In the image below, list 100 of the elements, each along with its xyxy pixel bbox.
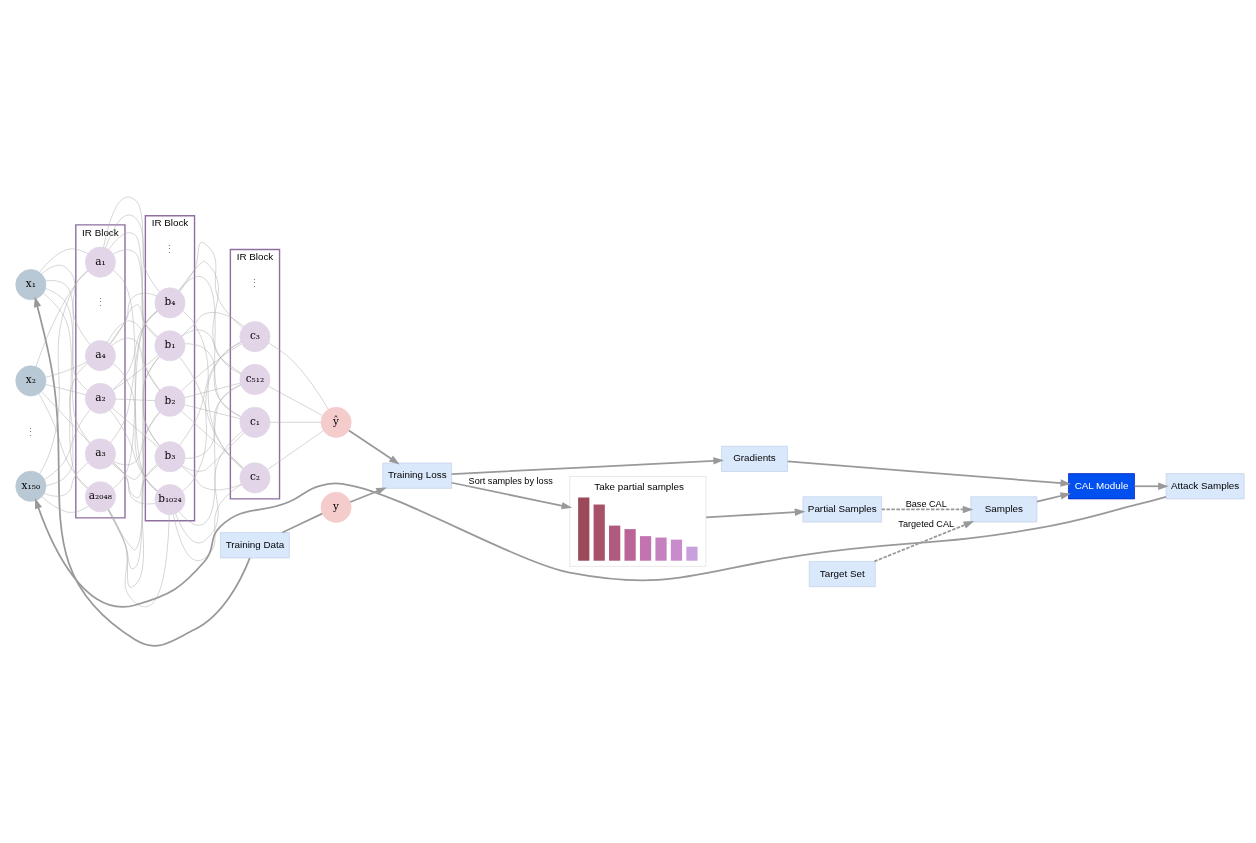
edge-label: Targeted CAL [898,519,955,530]
arrow [880,505,974,514]
connector [268,386,323,416]
arrow [873,521,975,563]
connector [112,462,156,505]
connector [44,363,88,480]
node-circle: c₂ [239,462,271,494]
connector [179,357,243,469]
connector [181,411,244,469]
connector [38,393,89,489]
connector [43,293,88,489]
node-box: Training Loss [382,462,453,489]
arrow [786,460,1072,487]
node-box: Partial Samples [802,496,882,523]
node-circle: x₁ [15,269,47,301]
connector [39,248,88,273]
connector [110,292,157,345]
connector [111,412,160,480]
node-circle: b₄ [154,287,186,319]
node-circle: a₁ [84,246,116,278]
connector [182,341,241,492]
connector [41,496,89,513]
connector [113,355,159,391]
label: ⋮ [164,242,176,255]
connector [178,276,241,418]
connector [45,361,87,378]
connector [110,410,158,491]
connector [44,462,89,497]
connector [45,288,91,444]
connector [107,320,160,391]
connector [181,312,244,337]
connector [178,384,241,526]
connector [107,411,160,569]
node-circle: a₄ [84,340,116,372]
node-circle: b₃ [154,441,186,473]
connector [181,466,242,491]
connector [113,270,158,492]
connector [112,407,159,448]
connector [39,270,88,475]
arrow [450,481,573,510]
connector [108,232,160,391]
arrow [705,508,806,519]
label: ⋮ [94,295,106,308]
connector [45,280,88,391]
connector [112,311,158,390]
node-circle: x₂ [15,365,47,397]
connector [182,310,243,470]
arrow [33,296,251,647]
connector [108,509,170,607]
node-circle: y [320,491,352,523]
connector [41,265,91,345]
connector [184,404,241,420]
connector [281,512,324,534]
connector [45,409,91,486]
connector [179,242,243,328]
node-circle: b₂ [154,385,186,417]
node-circle: a₃ [84,438,116,470]
connector [105,214,158,338]
connector [107,356,160,550]
node-circle: ŷ [320,406,352,438]
arrow [349,487,387,503]
node-circle: x₁₅₀ [15,470,47,502]
connector [181,329,242,374]
node-circle: a₂ [84,382,116,414]
label: ⋮ [25,426,37,439]
node-circle: b₁₀₂₄ [154,484,186,516]
connector [181,343,242,392]
node-box: Attack Samples [1165,473,1245,500]
connector [113,363,158,492]
connector [115,398,156,401]
connector [41,391,90,444]
node-box: Training Data [220,532,290,559]
connector [173,484,242,561]
arrow [450,457,724,475]
connector [184,343,241,417]
node-box: Gradients [721,445,788,472]
node-box: Target Set [808,561,876,588]
connector [113,310,158,489]
connector [45,384,86,396]
connector [35,270,89,367]
edge-label: Base CAL [905,498,947,509]
connector [113,249,160,447]
connector [109,304,159,344]
connector [184,382,241,398]
node-circle: b₁ [154,330,186,362]
arrow [348,429,400,465]
arrow [1036,492,1071,503]
connector [267,430,324,470]
connector [110,310,158,443]
connector [111,337,160,446]
arrow [35,482,1167,608]
label: ⋮ [249,276,261,289]
node-box: Samples [970,496,1038,523]
connector [113,356,160,466]
connector [269,422,322,423]
connector [103,196,160,293]
node-circle: c₁ [239,406,271,438]
connector [178,261,241,375]
edge-label: Sort samples by loss [468,476,553,487]
node-box: CAL Module [1068,473,1135,500]
